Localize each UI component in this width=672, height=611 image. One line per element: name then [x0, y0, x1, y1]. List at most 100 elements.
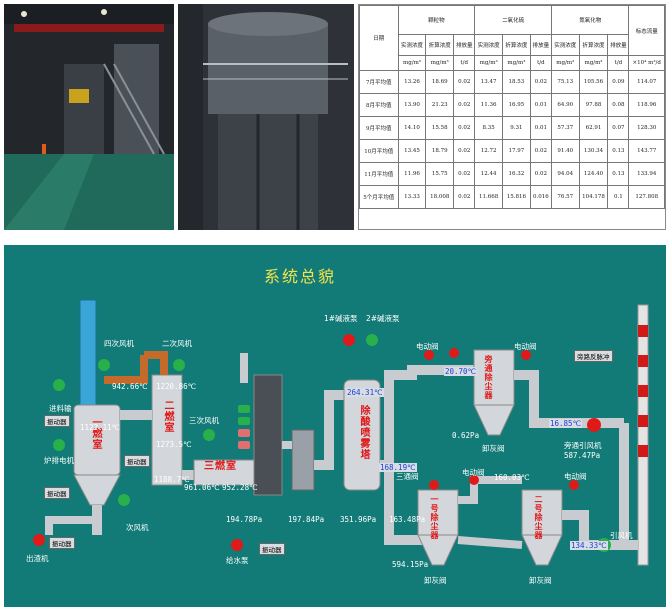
table-cell: 130.34 [578, 139, 609, 163]
subcol-measured: 实测浓度 [550, 34, 580, 56]
subcol-emission: 排放量 [453, 34, 476, 56]
first-chamber-label: 一燃室 [90, 417, 101, 450]
furnace-motor-label: 炉排电机 [44, 456, 74, 465]
subcol-converted: 折算浓度 [502, 34, 531, 56]
table-cell: 0.08 [607, 93, 630, 117]
electric-valve1-icon[interactable] [424, 350, 434, 360]
feed-pump-label: 给水泵 [226, 556, 249, 565]
temp-16: 16.85℃ [549, 419, 582, 428]
table-cell: 0.13 [607, 139, 630, 163]
heat-exchanger [253, 374, 283, 496]
valve1-label: 电动阀 [416, 342, 439, 351]
tower-illustration [178, 4, 354, 230]
table-cell: 13.45 [397, 139, 427, 163]
table-cell: 0.02 [453, 162, 476, 186]
second-chamber [151, 374, 183, 486]
bypass-fan-label: 旁通引风机 [564, 441, 602, 450]
table-cell: 133.94 [628, 162, 665, 186]
subcol-converted: 折算浓度 [425, 34, 455, 56]
fan4-icon[interactable] [98, 359, 110, 371]
temp-168: 168.19℃ [379, 463, 417, 472]
fan3-icon[interactable] [203, 429, 215, 441]
electric-valve2-icon[interactable] [521, 350, 531, 360]
table-cell: 17.97 [502, 139, 531, 163]
vibrator-button[interactable]: 振动器 [259, 543, 285, 555]
group-header-nox: 氮氧化物 [550, 5, 630, 35]
vibrator-button[interactable]: 振动器 [44, 415, 70, 427]
table-cell: 13.90 [397, 93, 427, 117]
subcol-measured: 实测浓度 [474, 34, 504, 56]
valve4-label: 电动阀 [564, 472, 587, 481]
feeder-motor-icon[interactable] [53, 379, 65, 391]
table-cell: 0.02 [529, 70, 552, 94]
fan2-icon[interactable] [173, 359, 185, 371]
main-stack [637, 304, 649, 566]
table-cell: 0.13 [607, 162, 630, 186]
table-cell: 62.91 [578, 116, 609, 140]
temp-134: 134.33℃ [570, 541, 608, 550]
induced-fan-label: 引风机 [610, 531, 633, 540]
three-way-valve-icon[interactable] [429, 480, 439, 490]
slag-motor-label: 出渣机 [26, 554, 49, 563]
temp-961: 961.06℃ [184, 483, 220, 492]
subcol-emission: 排放量 [607, 34, 630, 56]
table-cell: 0.02 [529, 162, 552, 186]
temp-952: 952.28℃ [222, 483, 258, 492]
unit-cell: t/d [607, 55, 630, 71]
table-cell: 0.07 [607, 116, 630, 140]
pressure-587: 587.47Pa [564, 451, 601, 460]
table-cell: 0.02 [529, 139, 552, 163]
table-cell: 0.02 [453, 116, 476, 140]
electric-valve3-icon[interactable] [469, 475, 479, 485]
plant-interior-illustration [4, 4, 174, 230]
status-badge [238, 441, 250, 449]
alkali-pump2-icon[interactable] [366, 334, 378, 346]
slag-conveyor-icon[interactable] [33, 534, 45, 546]
table-cell: 0.02 [453, 93, 476, 117]
table-cell: 124.40 [578, 162, 609, 186]
top-valve-icon[interactable] [449, 348, 459, 358]
vibrator-button[interactable]: 振动器 [49, 537, 75, 549]
unit-cell: mg/m³ [397, 55, 427, 71]
fan4-label: 四次风机 [104, 339, 134, 348]
alkali-pump1-icon[interactable] [343, 334, 355, 346]
table-cell: 15.58 [425, 116, 455, 140]
subcol-emission: 排放量 [529, 34, 552, 56]
ash-valve2-label: 卸灰阀 [424, 576, 447, 585]
feed-pump-icon[interactable] [231, 539, 243, 551]
vibrator-button[interactable]: 振动器 [44, 487, 70, 499]
table-cell: 0.02 [453, 70, 476, 94]
unit-cell: mg/m³ [550, 55, 580, 71]
plant-interior-photo [4, 4, 174, 230]
temp-1122: 1122.11℃ [80, 423, 121, 432]
table-cell: 94.04 [550, 162, 580, 186]
bypass-pulse-button[interactable]: 旁路反脉冲 [574, 350, 613, 362]
pressure-594: 594.15Pa [392, 560, 429, 569]
unit-cell: mg/m³ [578, 55, 609, 71]
fan3-label: 三次风机 [189, 416, 219, 425]
temp-1220: 1220.86℃ [156, 382, 197, 391]
unit-cell: ×10⁴ m³/d [628, 55, 665, 71]
dust-collector-1 [417, 489, 459, 536]
vibrator-button[interactable]: 振动器 [124, 455, 150, 467]
bypass-induced-fan-icon[interactable] [587, 418, 601, 432]
pump1-label: 1#碱液泵 [324, 314, 358, 323]
monthly-emission-table: 日期 颗粒物 二氧化硫 氮氧化物 标态流量 实测浓度 折算浓度 排放量 实测浓度… [359, 5, 665, 209]
electric-valve4-icon[interactable] [569, 480, 579, 490]
valve3-label: 电动阀 [462, 468, 485, 477]
group-header-pm: 颗粒物 [397, 5, 476, 35]
table-cell: 13.26 [397, 70, 427, 94]
dust2-label: 二号除尘器 [534, 495, 544, 540]
fan-motor-icon[interactable] [118, 494, 130, 506]
unit-cell: t/d [529, 55, 552, 71]
table-cell: 15.75 [425, 162, 455, 186]
pressure-163: 163.48Pa [389, 515, 426, 524]
furnace-motor-icon[interactable] [53, 439, 65, 451]
bypass-dust-label: 旁通除尘器 [484, 355, 494, 400]
table-cell: 0.01 [529, 93, 552, 117]
